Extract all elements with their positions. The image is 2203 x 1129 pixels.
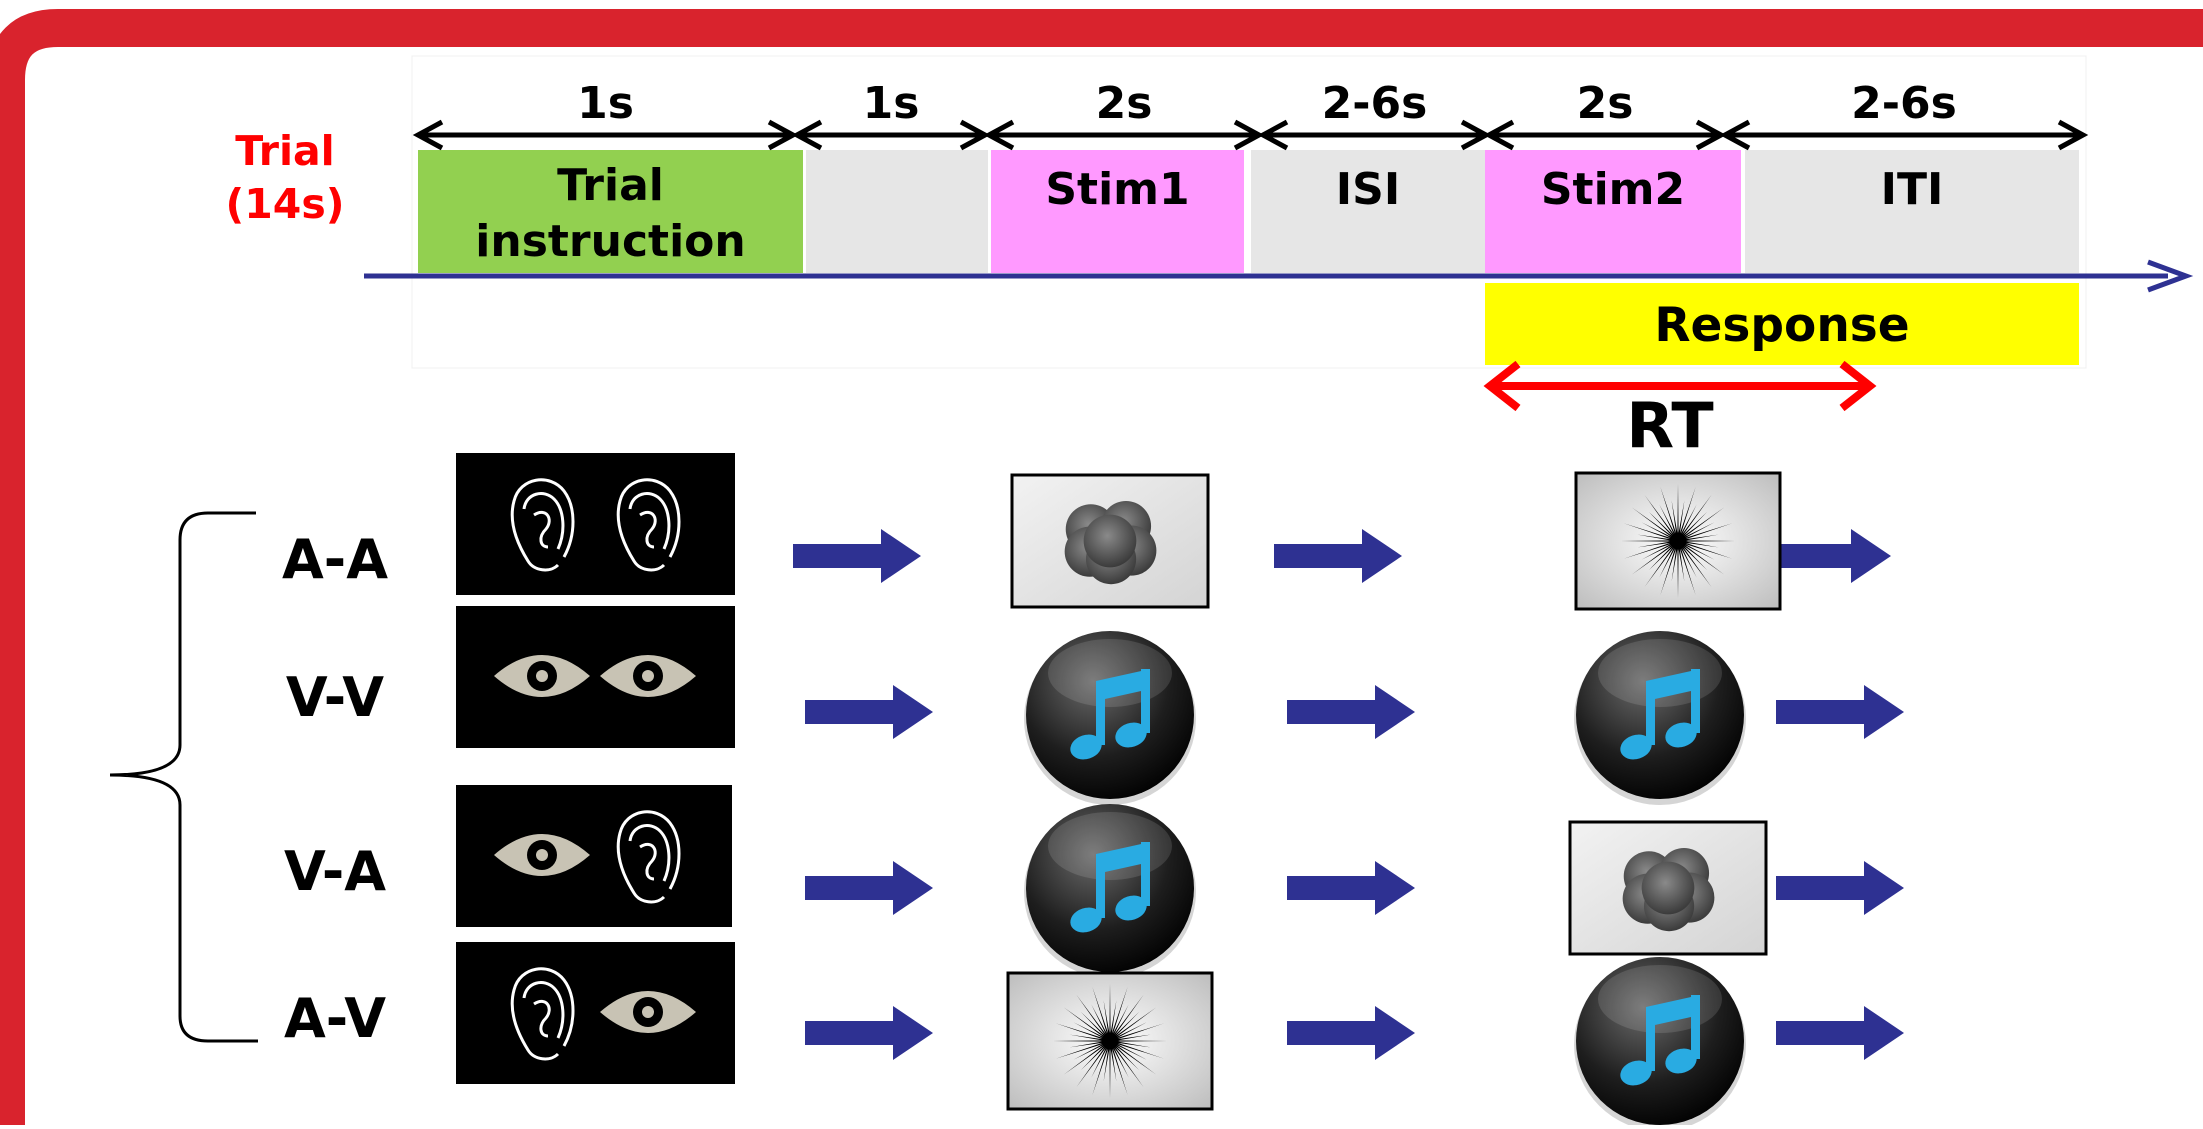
rt-label: RT [1626,389,1713,462]
condition-rows: A-A V-V V-A A-V [282,453,1904,1129]
music-note-icon [1574,631,1746,805]
condition-label: V-V [286,666,384,729]
duration-label: 1s [863,78,920,129]
condition-row: A-V [284,942,1904,1129]
starburst-stimulus-image [1006,971,1214,1111]
flow-arrow [1776,685,1904,739]
condition-row: V-A [284,785,1904,978]
segment-block [1251,150,1485,273]
music-note-icon [1024,804,1196,978]
cue-image [456,942,735,1084]
ear-icon [616,478,681,572]
segment-label: Trial [557,160,664,211]
segment-block [806,150,988,273]
ear-icon [510,478,575,572]
blob-stimulus-image [1568,820,1768,956]
response-label: Response [1654,298,1909,353]
flow-arrow [1776,1006,1904,1060]
flow-arrow [805,685,933,739]
starburst-stimulus-image [1574,471,1782,611]
flow-arrow [1287,861,1415,915]
segment-label: ITI [1881,164,1944,215]
condition-row: V-V [286,606,1904,805]
duration-label: 2s [1096,78,1153,129]
rt-arrow [1483,360,1877,412]
flow-arrow [1763,529,1891,583]
duration-label: 2s [1577,78,1634,129]
condition-label: A-V [284,987,386,1050]
flow-arrow [1287,1006,1415,1060]
red-frame [0,9,2203,1125]
cue-image [456,453,735,595]
segment-label: ISI [1336,164,1400,215]
segment-label: Stim2 [1541,164,1685,215]
cue-image [456,785,732,927]
ear-icon [616,810,681,904]
condition-row: A-A [282,453,1891,611]
flow-arrow [1274,529,1402,583]
flow-arrow [1287,685,1415,739]
flow-arrow [805,861,933,915]
segment-label: instruction [475,216,745,267]
trial-duration-label: (14s) [226,180,345,228]
flow-arrow [1776,861,1904,915]
music-note-icon [1574,957,1746,1129]
duration-arrow [1719,119,2089,151]
condition-label: V-A [284,840,386,903]
duration-label: 2-6s [1851,78,1957,129]
segment-block [1485,150,1741,273]
segment-label: Stim1 [1045,164,1189,215]
segment-block [418,150,803,273]
blob-stimulus-image [1010,473,1210,609]
flow-arrow [805,1006,933,1060]
flow-arrow [793,529,921,583]
segment-block [1745,150,2079,273]
time-axis-arrowhead [2147,259,2194,293]
duration-label: 2-6s [1322,78,1428,129]
condition-label: A-A [282,528,388,591]
ear-icon [510,967,575,1061]
trial-label: Trial [235,127,334,175]
cue-image [456,606,735,748]
condition-bracket [109,511,258,1043]
segment-block [991,150,1244,273]
duration-label: 1s [577,78,634,129]
music-note-icon [1024,631,1196,805]
response-block [1485,283,2079,365]
